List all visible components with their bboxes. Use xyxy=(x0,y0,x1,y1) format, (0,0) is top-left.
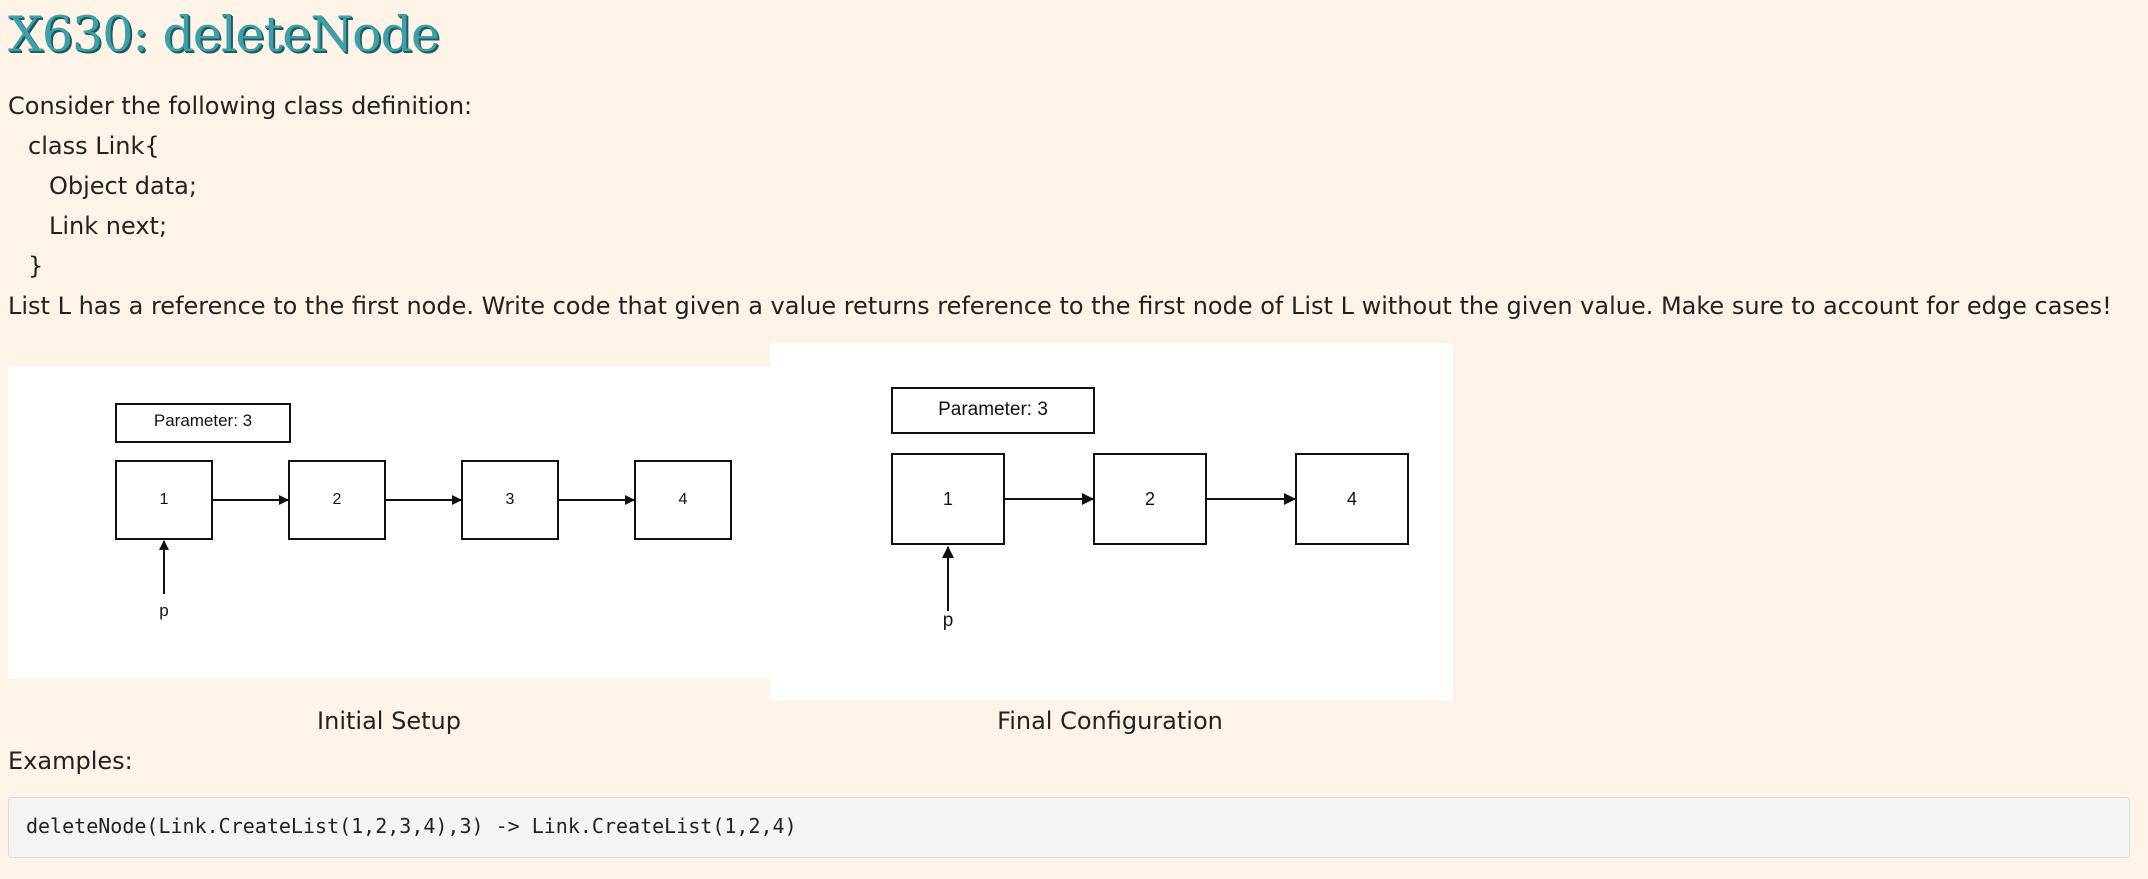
problem-description: List L has a reference to the first node… xyxy=(8,292,2112,320)
node-label: 2 xyxy=(1145,489,1155,509)
example-code-block: deleteNode(Link.CreateList(1,2,3,4),3) -… xyxy=(8,797,2130,858)
node-label: 4 xyxy=(679,491,688,508)
node-box: 3 xyxy=(461,460,559,540)
initial-setup-figure: Parameter: 3 1 2 3 4 p xyxy=(8,366,770,679)
class-decl-line: class Link{ xyxy=(28,132,160,160)
node-box: 2 xyxy=(1093,453,1207,545)
class-close-line: } xyxy=(28,252,44,280)
examples-label: Examples: xyxy=(8,747,133,775)
node-box: 1 xyxy=(115,460,213,540)
final-configuration-figure: Parameter: 3 1 2 4 p xyxy=(770,343,1453,701)
field-data-line: Object data; xyxy=(49,172,197,200)
node-label: 1 xyxy=(943,489,953,509)
intro-text: Consider the following class definition: xyxy=(8,92,473,120)
initial-setup-caption: Initial Setup xyxy=(317,707,461,735)
initial-setup-diagram: Parameter: 3 1 2 3 4 p xyxy=(115,403,732,620)
node-box: 4 xyxy=(1295,453,1409,545)
node-box: 1 xyxy=(891,453,1005,545)
pointer-label: p xyxy=(159,601,168,620)
final-configuration-diagram: Parameter: 3 1 2 4 p xyxy=(891,387,1409,631)
parameter-label: Parameter: 3 xyxy=(938,399,1048,420)
node-label: 1 xyxy=(160,491,169,508)
parameter-box xyxy=(115,403,291,443)
node-label: 2 xyxy=(333,491,342,508)
final-configuration-caption: Final Configuration xyxy=(997,707,1223,735)
page-title: X630: deleteNode xyxy=(8,6,440,63)
node-box: 4 xyxy=(634,460,732,540)
pointer-label: p xyxy=(943,610,954,631)
parameter-box xyxy=(891,387,1095,434)
field-next-line: Link next; xyxy=(49,212,168,240)
node-label: 3 xyxy=(506,491,515,508)
node-box: 2 xyxy=(288,460,386,540)
example-code: deleteNode(Link.CreateList(1,2,3,4),3) -… xyxy=(26,814,797,838)
parameter-label: Parameter: 3 xyxy=(154,411,252,430)
node-label: 4 xyxy=(1347,489,1357,509)
